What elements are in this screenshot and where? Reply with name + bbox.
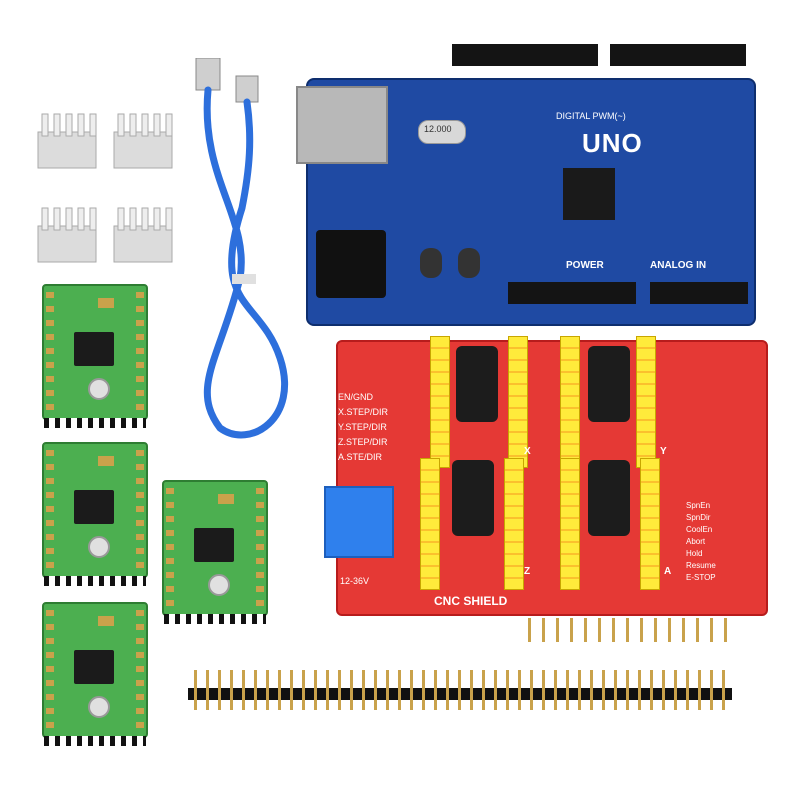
power-terminal <box>324 486 394 558</box>
cnc-label: A.STE/DIR <box>338 452 383 462</box>
cnc-label: Y.STEP/DIR <box>338 422 387 432</box>
microcontroller-chip <box>563 168 615 220</box>
heatsink-icon <box>37 113 97 169</box>
capacitor <box>420 248 442 278</box>
digital-label: DIGITAL PWM(~) <box>556 111 626 121</box>
cnc-label: SpnDir <box>686 513 711 522</box>
cnc-label: Z.STEP/DIR <box>338 437 388 447</box>
dc-jack <box>316 230 386 298</box>
driver-socket <box>636 336 656 468</box>
usb-port <box>296 86 388 164</box>
cnc-label: Abort <box>686 537 706 546</box>
stepper-driver-icon <box>42 284 148 428</box>
cnc-label: Resume <box>686 561 716 570</box>
capacitor <box>588 460 630 536</box>
cnc-label: CoolEn <box>686 525 713 534</box>
digital-header <box>452 44 598 66</box>
cnc-label: EN/GND <box>338 392 374 402</box>
digital-header-2 <box>610 44 746 66</box>
crystal <box>418 120 466 144</box>
cnc-right-labels: SpnEn SpnDir CoolEn Abort Hold Resume E-… <box>686 500 716 584</box>
capacitor <box>458 248 480 278</box>
power-label: POWER <box>566 260 604 271</box>
voltage-label: 12-36V <box>340 576 370 586</box>
cnc-label: E-STOP <box>686 573 716 582</box>
driver-socket <box>420 458 440 590</box>
driver-socket <box>504 458 524 590</box>
axis-label: X <box>524 446 531 457</box>
cnc-left-labels: EN/GND X.STEP/DIR Y.STEP/DIR Z.STEP/DIR … <box>338 390 388 465</box>
heatsink-icon <box>113 113 173 169</box>
axis-label: Y <box>660 446 667 457</box>
cnc-shield-title: CNC SHIELD <box>434 594 508 608</box>
usb-cable-icon <box>195 58 289 439</box>
driver-socket <box>430 336 450 468</box>
shield-pins <box>528 618 738 642</box>
analog-header <box>650 282 748 304</box>
power-header <box>508 282 636 304</box>
cnc-label: Hold <box>686 549 703 558</box>
stepper-driver-icon <box>42 442 148 586</box>
board-name: UNO <box>582 128 643 158</box>
cnc-shield-board <box>336 340 768 616</box>
stepper-driver-icon <box>42 602 148 746</box>
capacitor <box>456 346 498 422</box>
heatsink-icon <box>113 207 173 263</box>
heatsink-icon <box>37 207 97 263</box>
capacitor <box>452 460 494 536</box>
stepper-driver-icon <box>162 480 268 624</box>
cnc-label: SpnEn <box>686 501 711 510</box>
driver-socket <box>560 458 580 590</box>
pin-header-icon <box>188 670 732 710</box>
axis-label: A <box>664 566 672 577</box>
driver-socket <box>640 458 660 590</box>
capacitor <box>588 346 630 422</box>
analog-label: ANALOG IN <box>650 260 707 271</box>
driver-socket <box>560 336 580 468</box>
crystal-label: 12.000 <box>424 124 452 134</box>
axis-label: Z <box>524 566 531 577</box>
cnc-label: X.STEP/DIR <box>338 407 389 417</box>
